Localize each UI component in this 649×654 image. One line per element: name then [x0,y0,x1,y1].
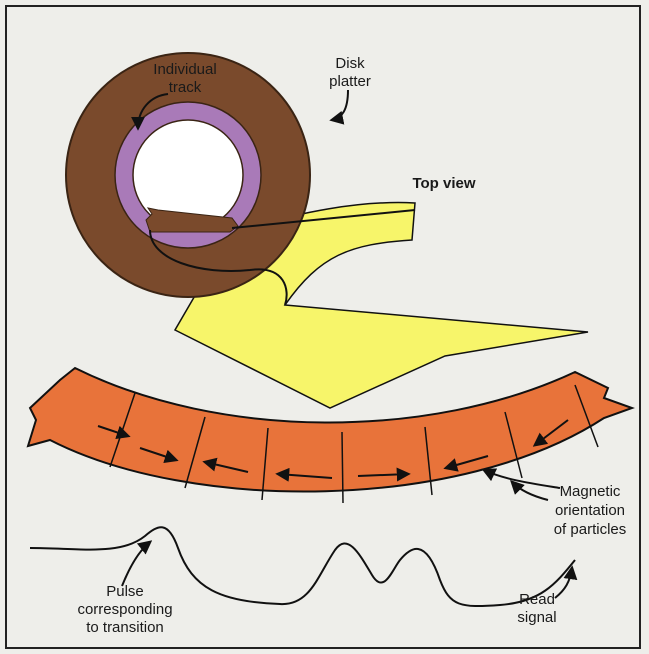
top-view-label: Top view [412,175,475,192]
disk-platter-pointer [332,90,348,120]
magnetic-orientation-label-line1: Magnetic [560,483,621,500]
magnetic-orientation-label-line3: of particles [554,521,627,538]
pulse-pointer [122,542,150,586]
orientation-pointer-1 [484,470,560,488]
individual-track-label-line1: Individual [153,61,216,78]
read-signal-label-line2: signal [517,609,556,626]
disk-platter-label-line2: platter [329,73,371,90]
individual-track-label-line2: track [169,79,202,96]
segment-divider [342,432,343,503]
pulse-label-line2: corresponding [77,601,172,618]
pulse-label-line3: to transition [86,619,164,636]
read-signal-label-line1: Read [519,591,555,608]
pulse-label-line1: Pulse [106,583,144,600]
disk-platter-label-line1: Disk [335,55,365,72]
magnetic-orientation-label-line2: orientation [555,502,625,519]
